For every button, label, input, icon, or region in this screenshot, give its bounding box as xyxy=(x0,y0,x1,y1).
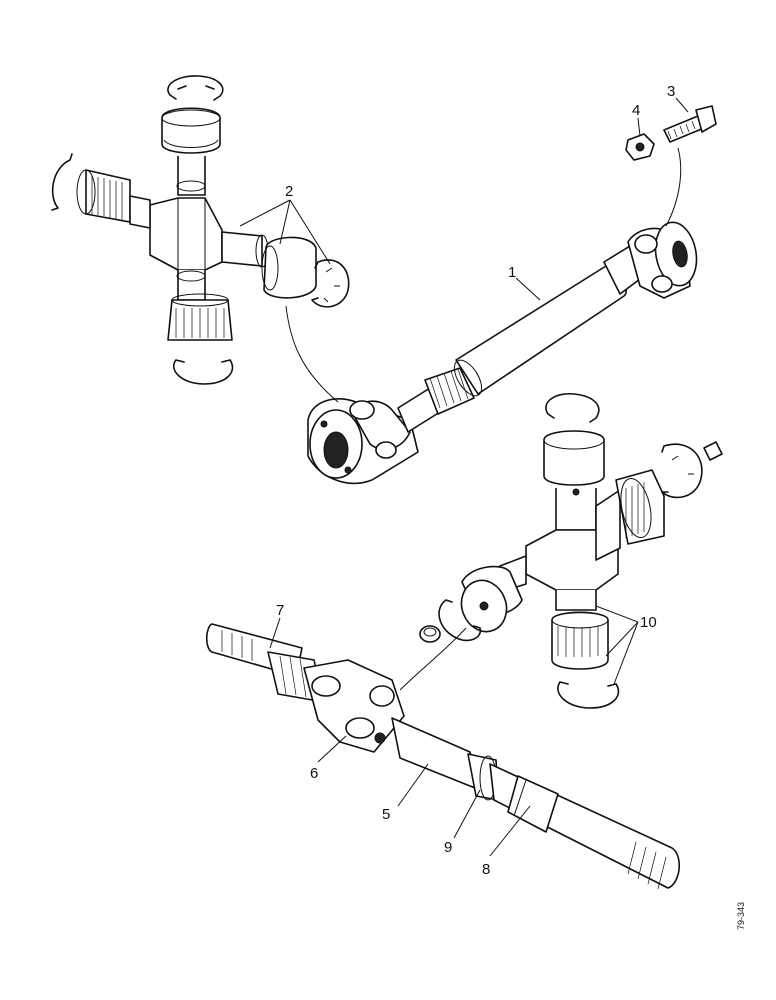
lower-cross-spider xyxy=(438,392,723,709)
callout-3: 3 xyxy=(667,83,675,100)
dust-cap xyxy=(419,625,441,643)
callout-labels: 1 2 3 4 5 6 7 8 9 10 79-343 xyxy=(276,83,746,930)
figure-reference: 79-343 xyxy=(736,902,746,930)
lower-shaft-assembly xyxy=(205,623,680,890)
callout-2: 2 xyxy=(285,183,293,200)
callout-9: 9 xyxy=(444,839,452,856)
upper-cross-spider xyxy=(51,75,350,385)
callout-7: 7 xyxy=(276,602,284,619)
callout-4: 4 xyxy=(632,102,640,119)
bolt-and-nut xyxy=(625,105,717,161)
callout-6: 6 xyxy=(310,765,318,782)
callout-5: 5 xyxy=(382,806,390,823)
callout-8: 8 xyxy=(482,861,490,878)
callout-1: 1 xyxy=(508,264,516,281)
callout-10: 10 xyxy=(640,614,657,631)
leader-lines xyxy=(239,97,689,857)
tube-shaft-assembly xyxy=(307,221,698,485)
